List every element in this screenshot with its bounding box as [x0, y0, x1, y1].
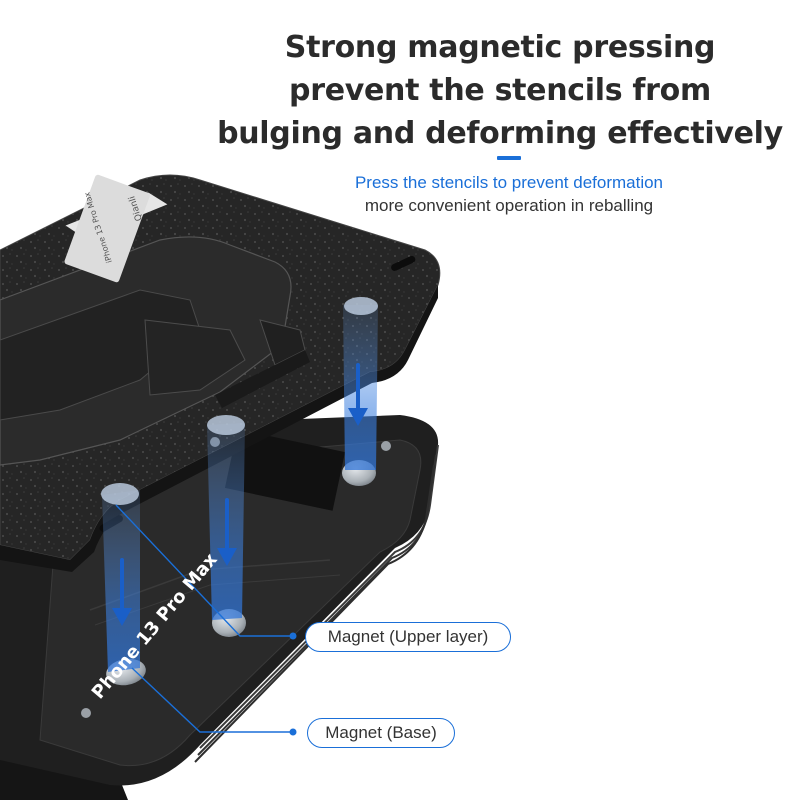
callout-dot-base: [289, 728, 297, 736]
upper-stencil-plate: [0, 174, 441, 572]
callout-magnet-upper-layer: Magnet (Upper layer): [305, 622, 511, 652]
headline: Strong magnetic pressing prevent the ste…: [200, 26, 800, 155]
headline-line-3: bulging and deforming effectively: [217, 116, 783, 151]
callout-dot-upper: [289, 632, 297, 640]
headline-line-2: prevent the stencils from: [289, 73, 711, 108]
subheadline-primary: Press the stencils to prevent deformatio…: [354, 173, 664, 192]
callout-leaders: [115, 504, 293, 733]
accent-divider: [497, 156, 521, 160]
downward-arrow-icon: [112, 363, 368, 626]
callout-magnet-base: Magnet (Base): [307, 718, 455, 748]
subheadline-secondary: more convenient operation in reballing: [364, 196, 654, 215]
headline-line-1: Strong magnetic pressing: [284, 30, 716, 65]
